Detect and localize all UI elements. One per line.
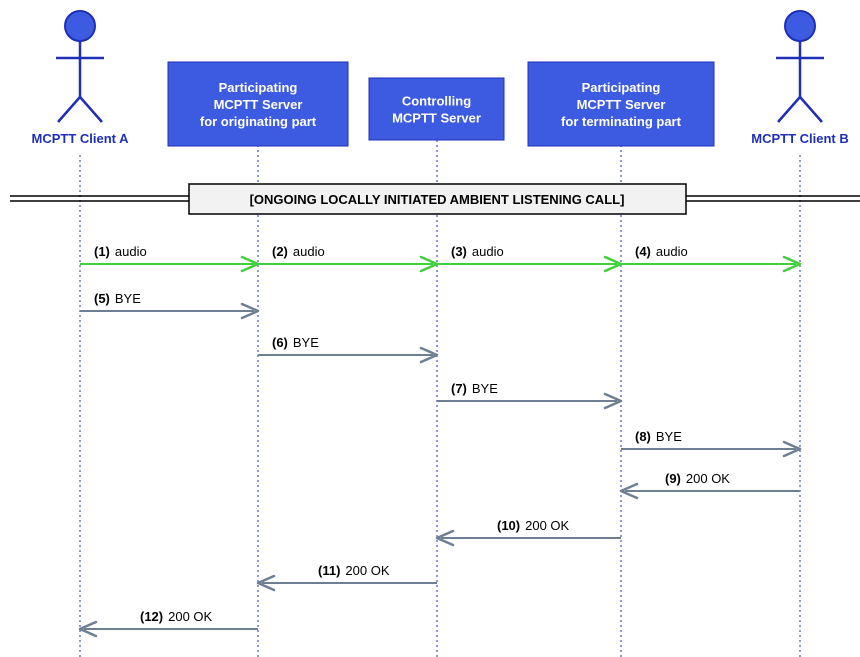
message-11: (11) 200 OK — [256, 563, 437, 592]
message-label: (6) BYE — [272, 335, 319, 350]
message-number: (5) — [94, 291, 110, 306]
message-6: (6) BYE — [258, 335, 439, 364]
message-text: audio — [656, 244, 688, 259]
ctrl-server-label-line: Controlling — [402, 94, 471, 109]
message-label: (2) audio — [272, 244, 325, 259]
arrowhead-icon — [419, 346, 439, 364]
message-text: 200 OK — [168, 609, 212, 624]
message-number: (11) — [318, 563, 340, 578]
ctrl-server-label-line: MCPTT Server — [392, 111, 481, 126]
message-number: (7) — [451, 381, 467, 396]
message-label: (1) audio — [94, 244, 147, 259]
message-label: (11) 200 OK — [318, 563, 390, 578]
banner-box — [188, 183, 687, 215]
message-label: (10) 200 OK — [497, 518, 570, 533]
message-text: audio — [115, 244, 147, 259]
arrowhead-icon — [603, 392, 623, 410]
message-number: (2) — [272, 244, 288, 259]
lifelines — [79, 140, 801, 657]
message-number: (8) — [635, 429, 651, 444]
message-label: (8) BYE — [635, 429, 682, 444]
arrowhead-icon — [256, 574, 276, 592]
arrowhead-icon — [782, 255, 802, 273]
message-label: (5) BYE — [94, 291, 141, 306]
message-1: (1) audio — [80, 244, 260, 273]
message-text: BYE — [293, 335, 319, 350]
message-label: (12) 200 OK — [140, 609, 213, 624]
participant-client-b: MCPTT Client B — [751, 10, 849, 146]
term-server-label-line: for terminating part — [561, 114, 682, 129]
message-text: BYE — [115, 291, 141, 306]
message-number: (10) — [497, 518, 520, 533]
message-2: (2) audio — [258, 244, 439, 273]
actor-icon — [56, 10, 104, 123]
message-label: (9) 200 OK — [665, 471, 730, 486]
message-7: (7) BYE — [437, 381, 623, 410]
message-label: (3) audio — [451, 244, 504, 259]
orig-server-box — [167, 61, 349, 147]
actor-icon — [776, 10, 824, 123]
message-number: (3) — [451, 244, 467, 259]
message-text: 200 OK — [525, 518, 569, 533]
message-text: 200 OK — [345, 563, 389, 578]
message-text: audio — [293, 244, 325, 259]
call-banner: [ONGOING LOCALLY INITIATED AMBIENT LISTE… — [10, 183, 860, 215]
message-text: BYE — [656, 429, 682, 444]
message-text: audio — [472, 244, 504, 259]
arrowhead-icon — [782, 440, 802, 458]
term-server-box — [527, 61, 715, 147]
term-server-label-line: MCPTT Server — [577, 97, 666, 112]
message-label: (4) audio — [635, 244, 688, 259]
orig-server-label-line: MCPTT Server — [214, 97, 303, 112]
arrowhead-icon — [619, 482, 639, 500]
client-a-label: MCPTT Client A — [31, 131, 129, 146]
message-10: (10) 200 OK — [435, 518, 621, 547]
term-server-label-line: Participating — [582, 80, 661, 95]
arrowhead-icon — [78, 620, 98, 638]
message-number: (9) — [665, 471, 681, 486]
arrowhead-icon — [240, 302, 260, 320]
message-number: (4) — [635, 244, 651, 259]
ctrl-server-box — [368, 77, 505, 141]
message-12: (12) 200 OK — [78, 609, 258, 638]
message-3: (3) audio — [437, 244, 623, 273]
arrowhead-icon — [435, 529, 455, 547]
banner-label: [ONGOING LOCALLY INITIATED AMBIENT LISTE… — [250, 192, 625, 207]
message-8: (8) BYE — [621, 429, 802, 458]
message-number: (6) — [272, 335, 288, 350]
orig-server-label-line: for originating part — [200, 114, 317, 129]
message-label: (7) BYE — [451, 381, 498, 396]
message-5: (5) BYE — [80, 291, 260, 320]
message-9: (9) 200 OK — [619, 471, 800, 500]
client-b-label: MCPTT Client B — [751, 131, 849, 146]
message-text: BYE — [472, 381, 498, 396]
messages: (1)audio(2)audio(3)audio(4)audio(5)BYE(6… — [78, 244, 802, 638]
message-number: (12) — [140, 609, 163, 624]
participant-client-a: MCPTT Client A — [31, 10, 129, 146]
message-4: (4) audio — [621, 244, 802, 273]
orig-server-label-line: Participating — [219, 80, 298, 95]
message-number: (1) — [94, 244, 110, 259]
message-text: 200 OK — [686, 471, 730, 486]
